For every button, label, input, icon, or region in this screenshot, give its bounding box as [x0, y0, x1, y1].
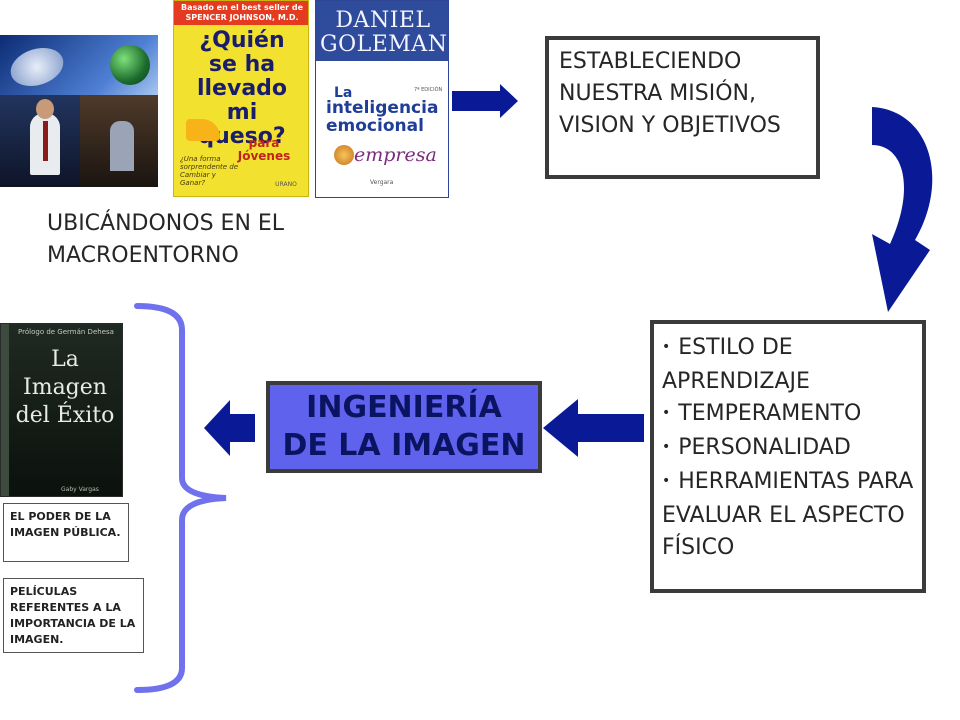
note-films: PELÍCULAS REFERENTES A LA IMPORTANCIA DE… [3, 578, 144, 653]
mission-vision-box: ESTABLECIENDO NUESTRA MISIÓN, VISION Y O… [545, 36, 820, 179]
curly-brace [134, 303, 227, 693]
book-title-part-3: empresa [354, 144, 437, 166]
mission-vision-text: ESTABLECIENDO NUESTRA MISIÓN, VISION Y O… [559, 49, 781, 138]
criteria-list: ESTILO DE APRENDIZAJE TEMPERAMENTO PERSO… [662, 332, 914, 564]
arrow-left-to-brace [204, 400, 255, 456]
note-public-image: EL PODER DE LA IMAGEN PÚBLICA. [3, 503, 129, 562]
book-prologue: Prólogo de Germán Dehesa [18, 328, 114, 336]
book-title: La Imagen del Éxito [15, 347, 115, 428]
criteria-item: TEMPERAMENTO [662, 398, 914, 432]
center-title-line-2: DE LA IMAGEN [282, 428, 526, 463]
book-publisher: URANO [275, 181, 297, 188]
seal-icon [334, 145, 354, 165]
book-title: ¿Quién se ha llevado mi queso? [196, 28, 288, 149]
criteria-item: HERRAMIENTAS PARA EVALUAR EL ASPECTO FÍS… [662, 466, 914, 564]
book-subtitle: para Jóvenes [237, 136, 291, 163]
center-title-line-1: INGENIERÍA [306, 390, 502, 425]
macroenvironment-collage-image [0, 35, 158, 187]
arrow-left-to-center [543, 399, 644, 457]
macroenvironment-caption: UBICÁNDONOS EN EL MACROENTORNO [47, 211, 285, 268]
cheese-icon [186, 119, 220, 141]
book-blurb: ¿Una forma sorprendente de Cambiar y Gan… [180, 155, 239, 187]
criteria-item: PERSONALIDAD [662, 432, 914, 466]
book-cover-la-imagen-del-exito: Prólogo de Germán Dehesa La Imagen del É… [0, 323, 123, 497]
curved-arrow-down [872, 107, 933, 312]
book-author: DANIEL GOLEMAN [320, 8, 448, 57]
criteria-item: ESTILO DE APRENDIZAJE [662, 332, 914, 398]
book-cover-quien-se-ha-llevado-mi-queso: Basado en el best seller de SPENCER JOHN… [173, 0, 309, 197]
book-title-part-1: La [334, 85, 353, 101]
book-tagline: Basado en el best seller de SPENCER JOHN… [180, 3, 304, 22]
arrow-right-to-mission [452, 84, 518, 118]
book-author: Gaby Vargas [61, 486, 99, 493]
book-cover-inteligencia-emocional: DANIEL GOLEMAN La 7ª EDICIÓN inteligenci… [315, 0, 449, 198]
evaluation-criteria-box: ESTILO DE APRENDIZAJE TEMPERAMENTO PERSO… [650, 320, 926, 593]
image-engineering-box: INGENIERÍA DE LA IMAGEN [266, 381, 542, 473]
book-publisher: Vergara [370, 179, 394, 186]
book-title-part-2: inteligencia emocional [326, 98, 439, 136]
book-edition: 7ª EDICIÓN [414, 87, 443, 93]
